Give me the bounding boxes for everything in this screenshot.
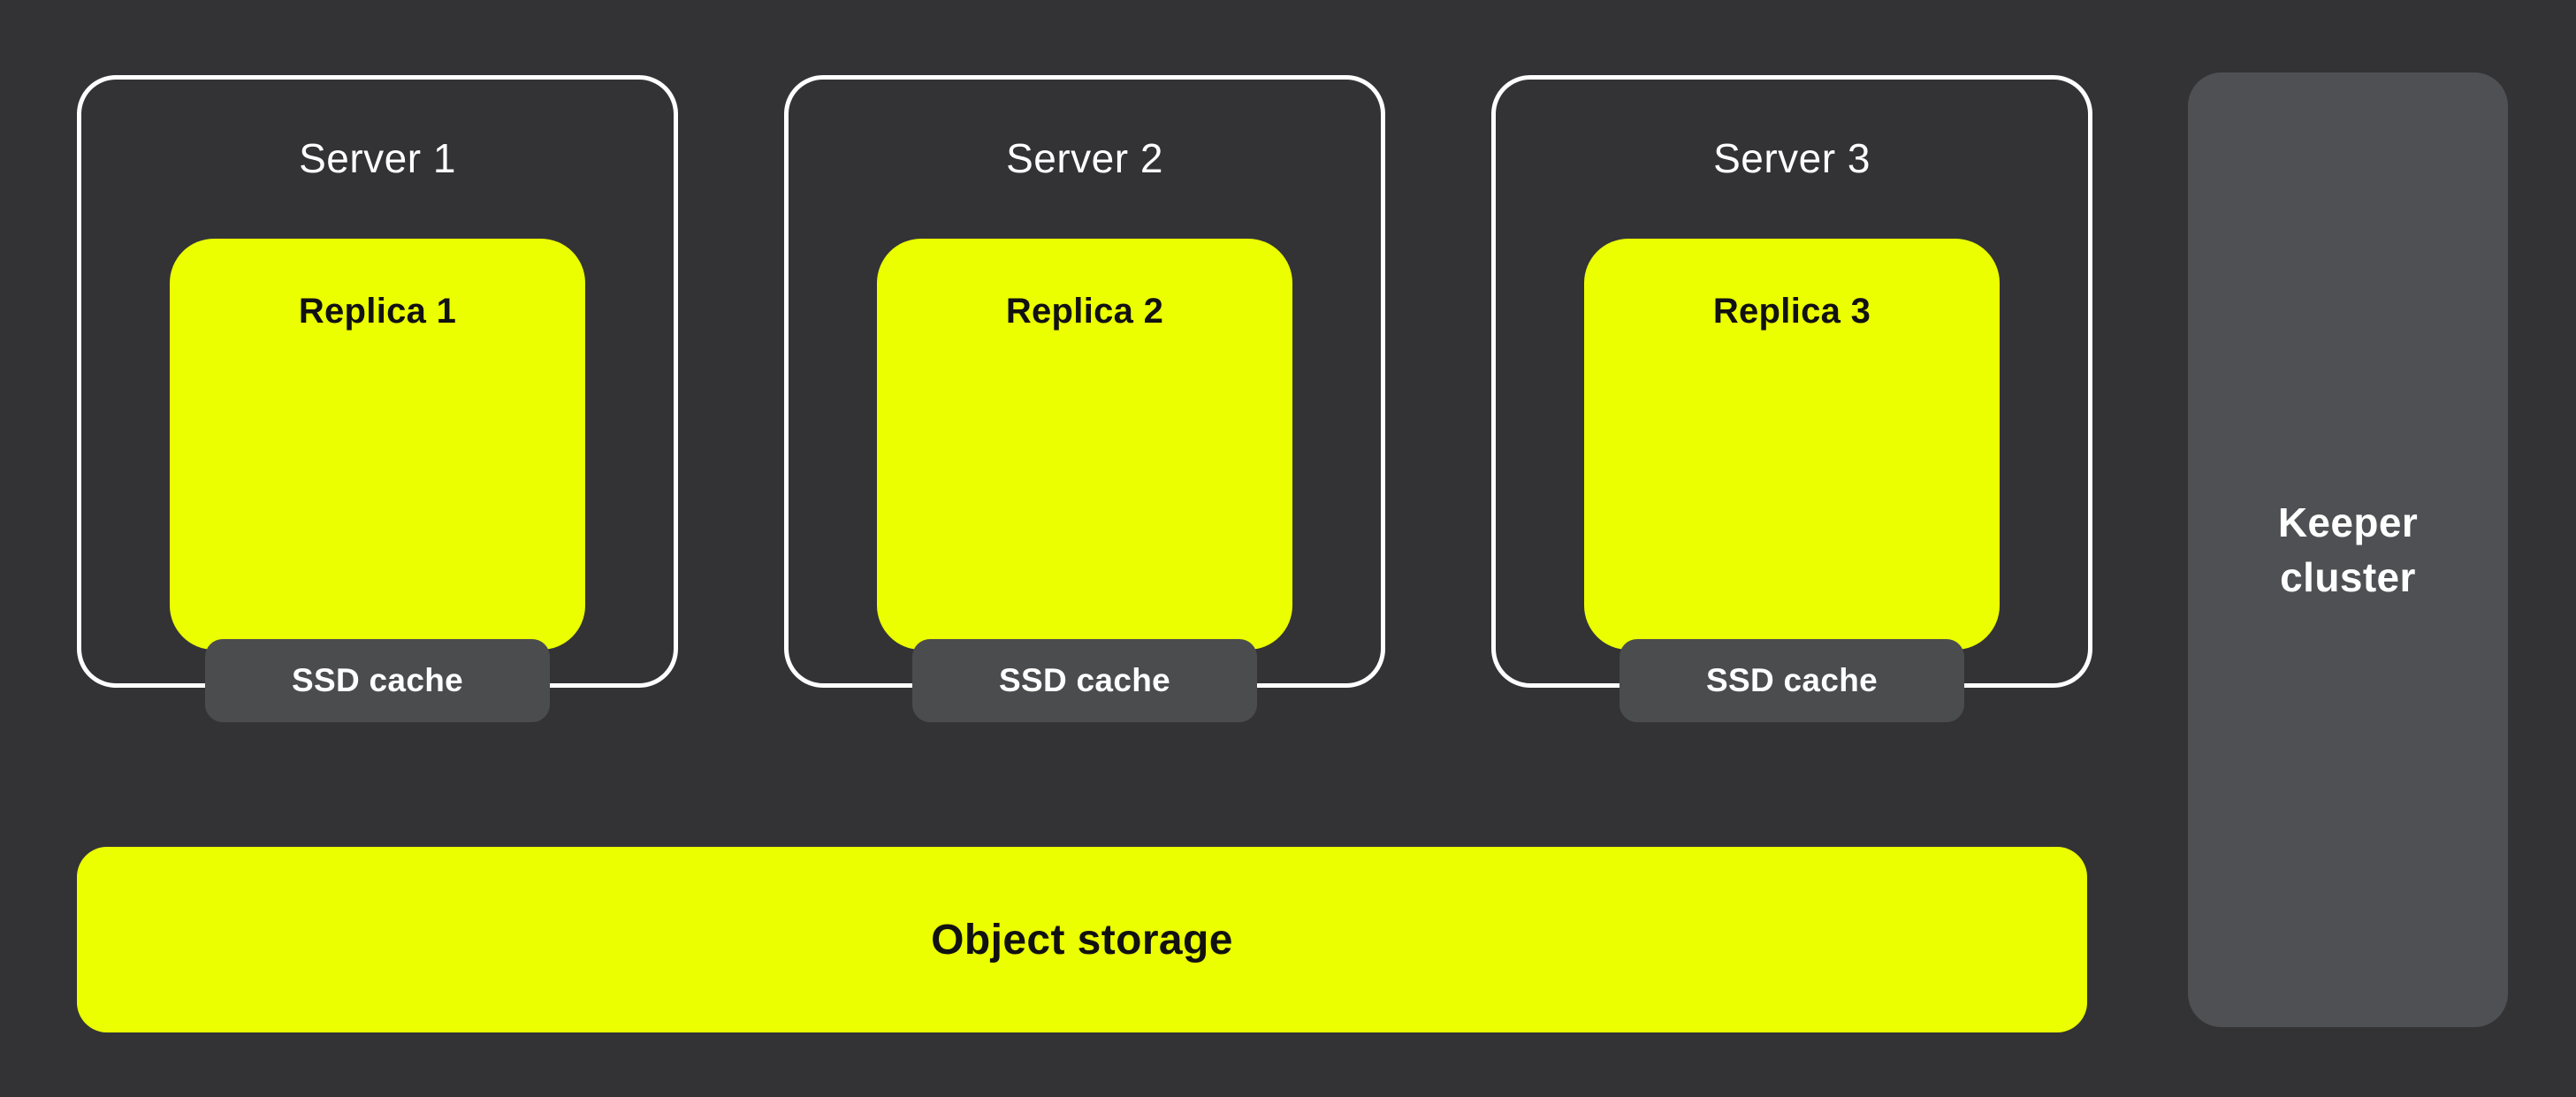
keeper-cluster-label: Keeper cluster bbox=[2277, 499, 2419, 600]
replica-1-box: Replica 1 bbox=[170, 239, 585, 650]
server-2-title: Server 2 bbox=[1006, 135, 1163, 181]
replica-3-label: Replica 3 bbox=[1712, 292, 1871, 331]
object-storage-label: Object storage bbox=[931, 916, 1233, 964]
server-1-card: Server 1 Replica 1 SSD cache bbox=[77, 75, 678, 722]
ssd-cache-label-3: SSD cache bbox=[1706, 662, 1878, 698]
ssd-cache-badge-2: SSD cache bbox=[912, 639, 1257, 722]
ssd-cache-badge-3: SSD cache bbox=[1620, 639, 1964, 722]
server-3-card: Server 3 Replica 3 SSD cache bbox=[1491, 75, 2092, 722]
server-1-title: Server 1 bbox=[299, 135, 456, 181]
ssd-cache-badge-1: SSD cache bbox=[205, 639, 550, 722]
object-storage-bar: Object storage bbox=[77, 847, 2087, 1032]
ssd-cache-label-1: SSD cache bbox=[292, 662, 463, 698]
replica-1-label: Replica 1 bbox=[298, 292, 457, 331]
ssd-cache-label-2: SSD cache bbox=[999, 662, 1170, 698]
server-3-title: Server 3 bbox=[1713, 135, 1871, 181]
replica-2-box: Replica 2 bbox=[877, 239, 1292, 650]
server-2-card: Server 2 Replica 2 SSD cache bbox=[784, 75, 1385, 722]
keeper-cluster-box: Keeper cluster bbox=[2188, 72, 2508, 1027]
replica-2-label: Replica 2 bbox=[1005, 292, 1164, 331]
replica-3-box: Replica 3 bbox=[1584, 239, 2000, 650]
